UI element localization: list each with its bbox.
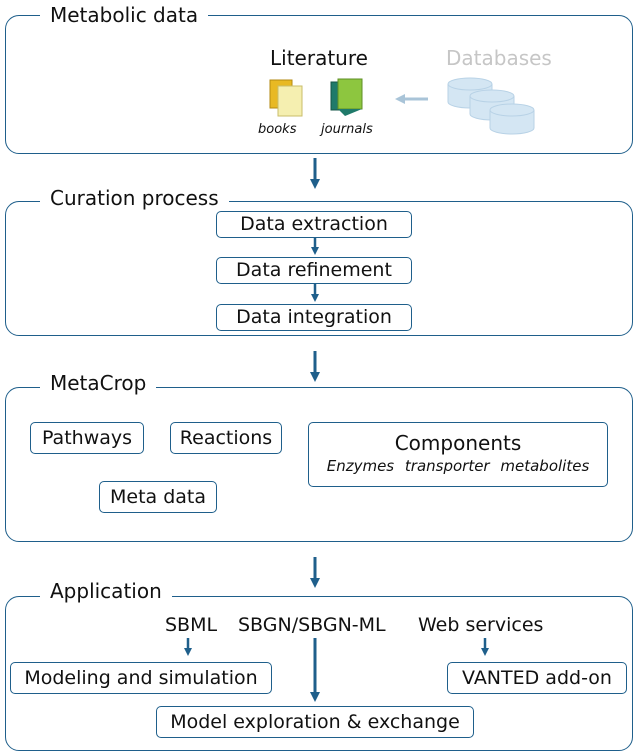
metabolic-data-title: Metabolic data	[40, 3, 209, 27]
components-box: Components Enzymes transporter metabolit…	[308, 422, 608, 487]
curation-title: Curation process	[40, 186, 229, 210]
metacrop-title: MetaCrop	[40, 371, 157, 395]
data-integration-box: Data integration	[216, 304, 412, 331]
component-type-metabolites: metabolites	[500, 457, 590, 475]
component-types: Enzymes transporter metabolites	[309, 457, 607, 475]
data-extraction-box: Data extraction	[216, 211, 412, 238]
reactions-box: Reactions	[170, 422, 282, 454]
modeling-simulation-box: Modeling and simulation	[10, 662, 272, 694]
application-title: Application	[40, 579, 172, 603]
format-sbml: SBML	[165, 614, 218, 636]
databases-icon	[447, 77, 535, 135]
books-label: books	[258, 122, 297, 137]
components-label: Components	[394, 431, 522, 455]
literature-label: Literature	[270, 46, 368, 70]
component-type-transporter: transporter	[404, 457, 490, 475]
component-type-enzymes: Enzymes	[326, 457, 395, 475]
data-refinement-box: Data refinement	[216, 257, 412, 284]
model-exploration-box: Model exploration & exchange	[156, 706, 474, 738]
journals-label: journals	[321, 122, 373, 137]
pathways-box: Pathways	[30, 422, 144, 454]
vanted-addon-box: VANTED add-on	[447, 662, 627, 694]
format-sbgn: SBGN/SBGN-ML	[238, 614, 386, 636]
databases-label: Databases	[446, 46, 552, 70]
books-icon	[269, 79, 303, 117]
format-web-services: Web services	[418, 614, 544, 636]
journals-icon	[330, 78, 363, 116]
meta-data-box: Meta data	[99, 481, 217, 513]
